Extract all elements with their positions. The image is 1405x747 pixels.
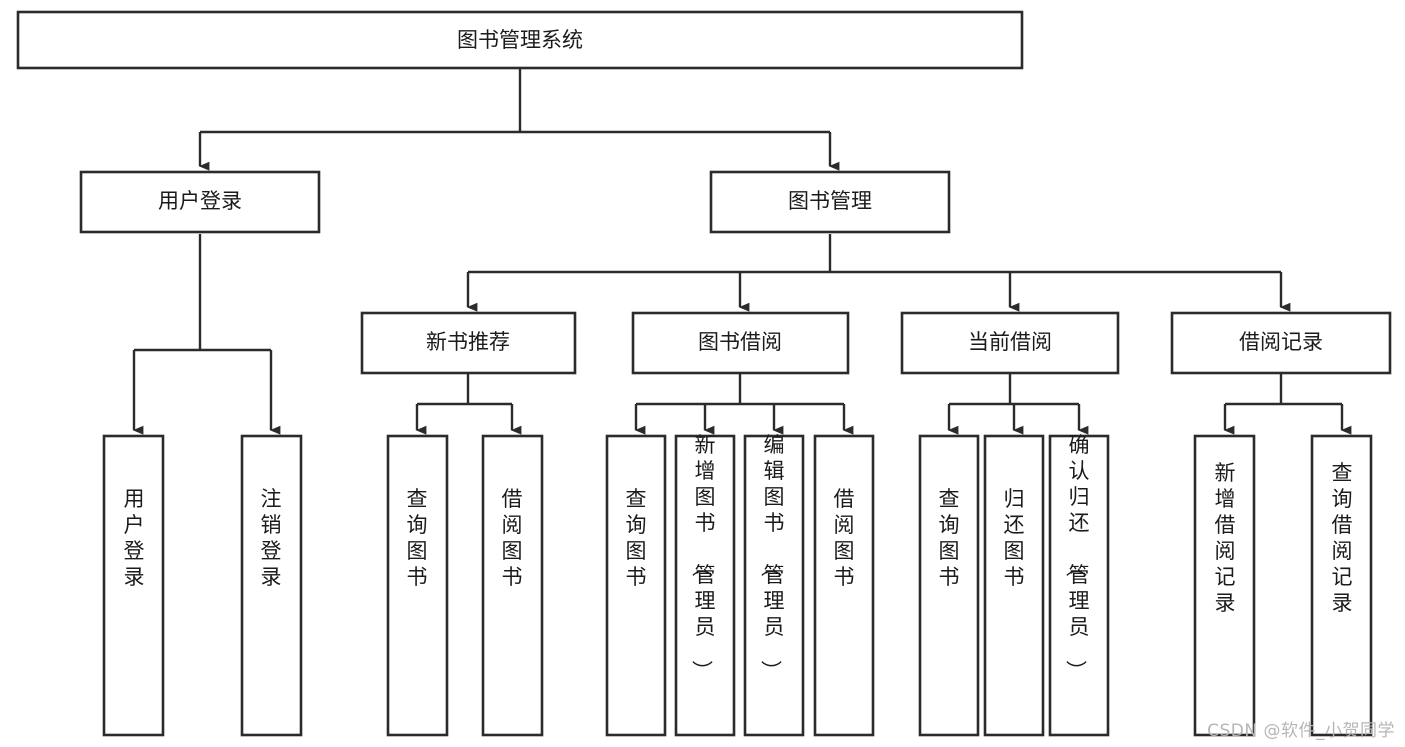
node-root-box[interactable] xyxy=(16,10,1024,70)
node-user-login-box[interactable] xyxy=(79,170,321,234)
leaf-return-book-box[interactable] xyxy=(983,434,1045,737)
leaf-borrow-book-2-box[interactable] xyxy=(813,434,875,737)
node-book-manage-box[interactable] xyxy=(709,170,951,234)
leaf-add-borrow-record-box[interactable] xyxy=(1193,434,1256,737)
leaf-query-book-2[interactable]: 查询图书 xyxy=(605,434,667,737)
leaf-add-book-admin[interactable]: 新增图书（管理员） xyxy=(674,433,736,737)
leaf-logout-box[interactable] xyxy=(240,434,303,737)
leaf-borrow-book-1[interactable]: 借阅图书 xyxy=(481,434,544,737)
node-user-login[interactable]: 用户登录 xyxy=(79,170,321,234)
leaf-borrow-book-1-box[interactable] xyxy=(481,434,544,737)
leaf-confirm-return-admin-label: 确认归还（管理员） xyxy=(1064,433,1090,681)
leaf-query-book-3-label: 查询图书 xyxy=(939,487,960,589)
connector-layer xyxy=(132,68,1352,435)
leaf-edit-book-admin-box[interactable] xyxy=(743,434,805,737)
node-user-login-label: 用户登录 xyxy=(158,189,242,213)
node-current-borrow[interactable]: 当前借阅 xyxy=(900,311,1120,375)
node-new-book-recommend-box[interactable] xyxy=(360,311,577,375)
leaf-query-book-3[interactable]: 查询图书 xyxy=(918,434,980,737)
leaf-user-login-label: 用户登录 xyxy=(124,487,145,589)
leaf-logout-label: 注销登录 xyxy=(261,487,282,589)
csdn-watermark: CSDN @软件_小贺同学 xyxy=(1207,721,1395,741)
leaf-borrow-book-1-label: 借阅图书 xyxy=(502,487,523,589)
leaf-add-borrow-record-label: 新增借阅记录 xyxy=(1215,461,1236,615)
leaf-query-book-1-box[interactable] xyxy=(386,434,449,737)
node-root[interactable]: 图书管理系统 xyxy=(16,10,1024,70)
leaf-query-book-1[interactable]: 查询图书 xyxy=(386,434,449,737)
node-book-manage[interactable]: 图书管理 xyxy=(709,170,951,234)
leaf-edit-book-admin-label: 编辑图书（管理员） xyxy=(759,433,785,681)
leaf-edit-book-admin[interactable]: 编辑图书（管理员） xyxy=(743,433,805,737)
leaf-add-borrow-record[interactable]: 新增借阅记录 xyxy=(1193,434,1256,737)
node-new-book-recommend[interactable]: 新书推荐 xyxy=(360,311,577,375)
node-new-book-recommend-label: 新书推荐 xyxy=(426,330,510,354)
leaf-query-book-1-label: 查询图书 xyxy=(407,487,428,589)
node-book-borrow-label: 图书借阅 xyxy=(698,330,782,354)
leaf-add-book-admin-label: 新增图书（管理员） xyxy=(690,433,716,681)
leaf-return-book-label: 归还图书 xyxy=(1004,487,1025,589)
node-root-label: 图书管理系统 xyxy=(457,28,583,52)
leaf-confirm-return-admin[interactable]: 确认归还（管理员） xyxy=(1048,433,1110,737)
node-current-borrow-label: 当前借阅 xyxy=(968,330,1052,354)
leaf-query-book-3-box[interactable] xyxy=(918,434,980,737)
leaf-query-borrow-record[interactable]: 查询借阅记录 xyxy=(1310,434,1373,737)
leaf-logout[interactable]: 注销登录 xyxy=(240,434,303,737)
node-borrow-record[interactable]: 借阅记录 xyxy=(1170,311,1392,375)
leaf-borrow-book-2-label: 借阅图书 xyxy=(834,487,855,589)
node-book-borrow[interactable]: 图书借阅 xyxy=(631,311,850,375)
node-book-borrow-box[interactable] xyxy=(631,311,850,375)
node-book-manage-label: 图书管理 xyxy=(788,189,872,213)
leaf-query-book-2-box[interactable] xyxy=(605,434,667,737)
leaf-user-login[interactable]: 用户登录 xyxy=(102,434,165,737)
leaf-add-book-admin-box[interactable] xyxy=(674,434,736,737)
leaf-confirm-return-admin-box[interactable] xyxy=(1048,434,1110,737)
node-borrow-record-label: 借阅记录 xyxy=(1239,330,1323,354)
leaf-borrow-book-2[interactable]: 借阅图书 xyxy=(813,434,875,737)
leaf-return-book[interactable]: 归还图书 xyxy=(983,434,1045,737)
leaf-query-book-2-label: 查询图书 xyxy=(626,487,647,589)
node-current-borrow-box[interactable] xyxy=(900,311,1120,375)
node-borrow-record-box[interactable] xyxy=(1170,311,1392,375)
leaf-user-login-box[interactable] xyxy=(102,434,165,737)
leaf-query-borrow-record-box[interactable] xyxy=(1310,434,1373,737)
leaf-query-borrow-record-label: 查询借阅记录 xyxy=(1332,461,1353,615)
